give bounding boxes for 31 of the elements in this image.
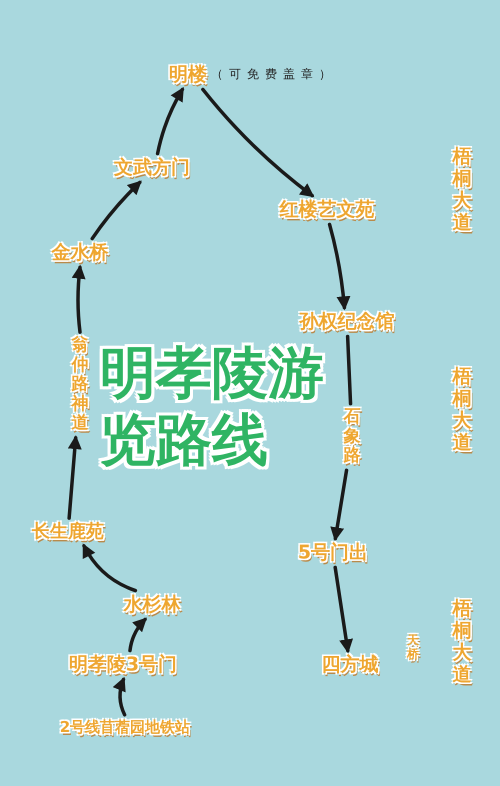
- arrow: [156, 87, 184, 156]
- road-label: 梧桐大道: [452, 598, 472, 686]
- place-label: 四方城: [322, 654, 378, 676]
- title: 明孝陵游览路线: [100, 340, 325, 474]
- place-label: 红楼艺文苑: [280, 200, 374, 220]
- place-label: 明楼: [169, 64, 207, 86]
- arrow: [333, 566, 354, 654]
- road-label: 天桥: [406, 634, 420, 662]
- road-label: 石象路: [343, 408, 361, 466]
- note-text: （可免费盖章）: [211, 66, 337, 83]
- arrow: [82, 543, 138, 592]
- arrow: [201, 88, 314, 198]
- arrow: [112, 676, 126, 716]
- arrow: [67, 435, 82, 520]
- road-label: 翁仲路神道: [71, 336, 89, 434]
- arrow: [330, 468, 348, 542]
- place-label: 孙权纪念馆: [300, 312, 394, 332]
- connector-line: [346, 334, 352, 406]
- place-label: 文武方门: [114, 158, 190, 178]
- arrow: [90, 180, 142, 240]
- place-label: 明孝陵3号门: [68, 654, 178, 676]
- arrow: [328, 222, 350, 310]
- place-label: 2号线苜蓿园地铁站: [60, 718, 190, 736]
- road-label: 梧桐大道: [452, 146, 472, 234]
- place-label: 金水桥: [52, 242, 108, 264]
- arrow: [128, 617, 147, 652]
- place-label: 水杉林: [124, 594, 180, 616]
- place-label: 5号门出: [298, 542, 368, 564]
- place-label: 长生鹿苑: [32, 522, 104, 542]
- arrow: [72, 264, 86, 334]
- road-label: 梧桐大道: [452, 366, 472, 454]
